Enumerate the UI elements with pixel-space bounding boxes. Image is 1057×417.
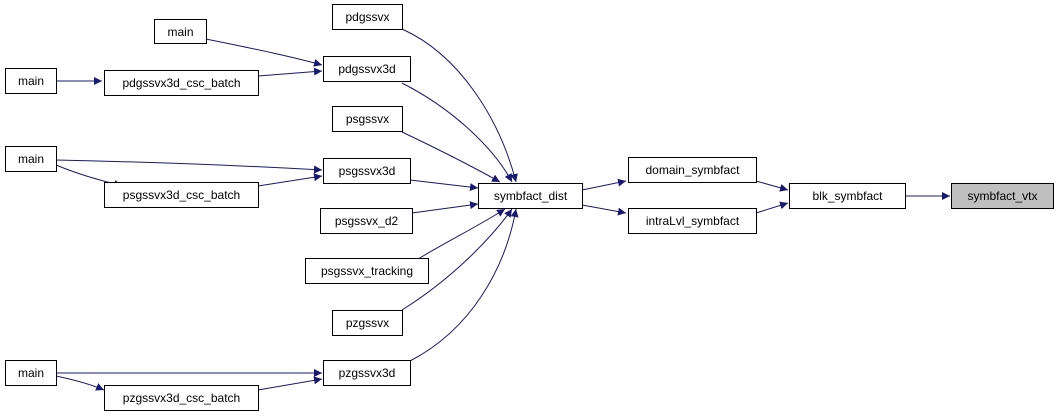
- edge-pzgssvx3d-csc-batch-to-pzgssvx3d: [257, 376, 323, 391]
- edge-psgssvx3d-to-symbfact-dist: [409, 179, 479, 192]
- node-psgssvx-d2[interactable]: psgssvx_d2: [320, 208, 413, 234]
- edge-pzgssvx3d-to-symbfact-dist: [409, 208, 519, 362]
- edge-pdgssvx-to-symbfact-dist: [401, 28, 518, 183]
- node-main[interactable]: main: [5, 68, 57, 94]
- node-pzgssvx3d-csc-batch[interactable]: pzgssvx3d_csc_batch: [104, 385, 259, 411]
- edge-main-to-pzgssvx3d-csc-batch: [55, 375, 105, 391]
- node-intralvl-symbfact[interactable]: intraLvl_symbfact: [628, 208, 757, 234]
- node-psgssvx3d-csc-batch[interactable]: psgssvx3d_csc_batch: [104, 182, 259, 208]
- node-pzgssvx[interactable]: pzgssvx: [332, 310, 403, 336]
- node-main[interactable]: main: [5, 146, 57, 172]
- edge-symbfact-dist-to-domain-symbfact: [581, 178, 627, 191]
- edge-psgssvx3d-csc-batch-to-psgssvx3d: [257, 173, 323, 187]
- node-main[interactable]: main: [154, 19, 207, 44]
- edge-symbfact-dist-to-intralvl-symbfact: [581, 204, 627, 216]
- edge-psgssvx-to-symbfact-dist: [401, 131, 501, 183]
- edge-main-to-pdgssvx3d: [205, 38, 323, 67]
- node-pdgssvx[interactable]: pdgssvx: [332, 4, 403, 30]
- edge-psgssvx-tracking-to-symbfact-dist: [417, 208, 506, 260]
- node-blk-symbfact[interactable]: blk_symbfact: [789, 183, 906, 209]
- edge-intralvl-symbfact-to-blk-symbfact: [755, 201, 789, 214]
- edge-main-to-psgssvx3d: [55, 159, 323, 174]
- node-psgssvx-tracking[interactable]: psgssvx_tracking: [305, 258, 429, 284]
- edge-psgssvx-d2-to-symbfact-dist: [411, 201, 479, 214]
- edge-domain-symbfact-to-blk-symbfact: [755, 180, 789, 192]
- node-psgssvx3d[interactable]: psgssvx3d: [323, 158, 411, 184]
- node-pzgssvx3d[interactable]: pzgssvx3d: [323, 360, 411, 386]
- node-main[interactable]: main: [5, 360, 57, 386]
- node-pdgssvx3d[interactable]: pdgssvx3d: [323, 56, 411, 82]
- node-domain-symbfact[interactable]: domain_symbfact: [628, 157, 757, 183]
- edge-pdgssvx3d-to-symbfact-dist: [401, 82, 513, 183]
- node-symbfact-vtx-current: symbfact_vtx: [951, 183, 1054, 209]
- node-pdgssvx3d-csc-batch[interactable]: pdgssvx3d_csc_batch: [104, 70, 259, 96]
- node-symbfact-dist[interactable]: symbfact_dist: [478, 183, 583, 209]
- node-psgssvx[interactable]: psgssvx: [332, 106, 403, 132]
- edge-pzgssvx-to-symbfact-dist: [401, 208, 513, 311]
- edge-pdgssvx3d-csc-batch-to-pdgssvx3d: [257, 67, 323, 77]
